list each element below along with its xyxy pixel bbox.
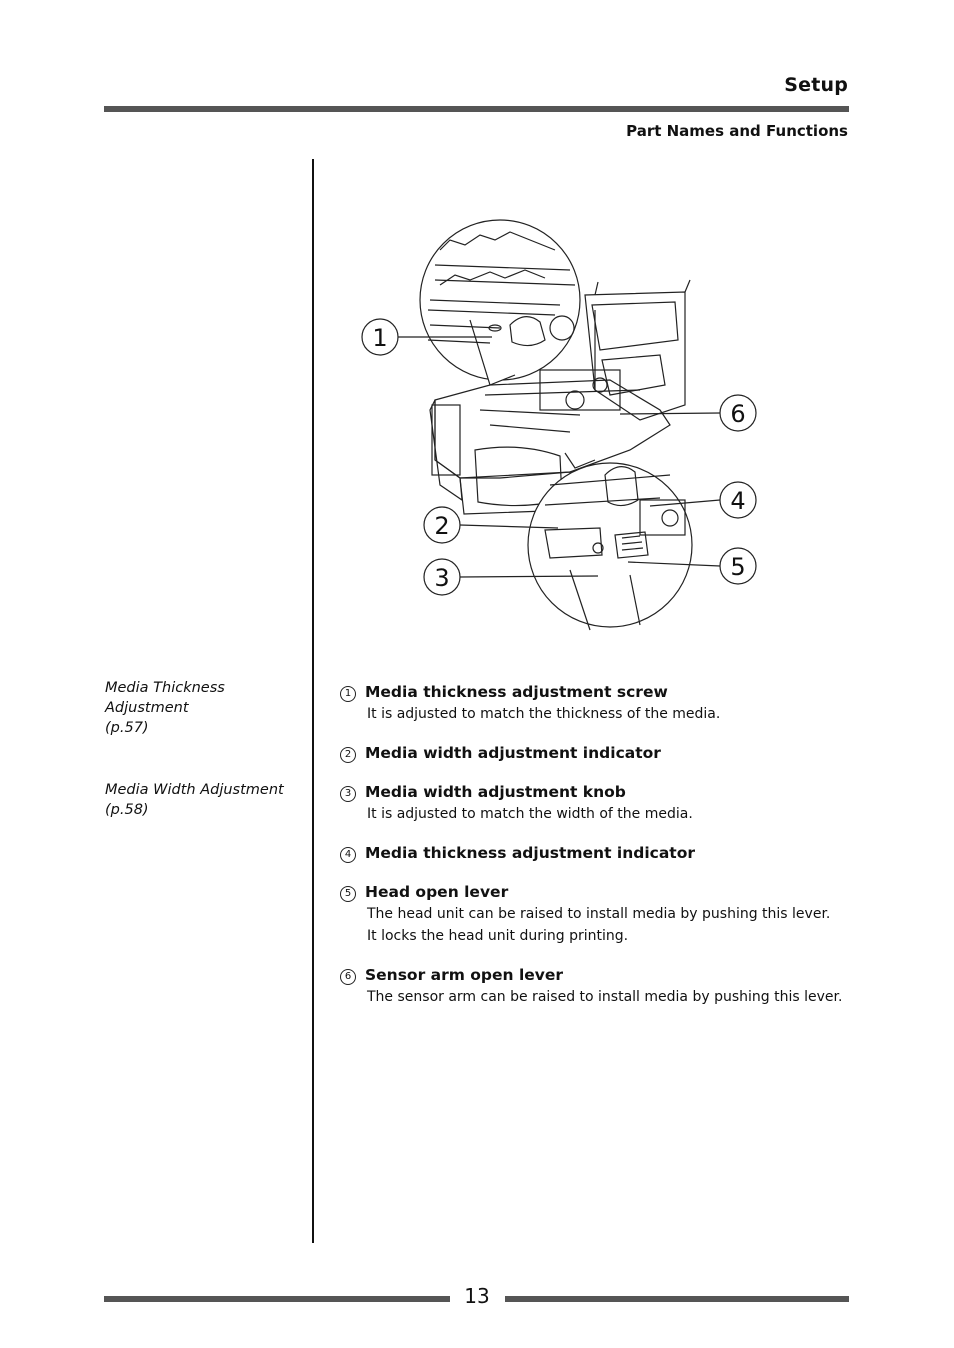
item-number: 3 (340, 786, 356, 802)
item-5: 5 Head open lever The head unit can be ra… (340, 881, 840, 947)
item-title: Sensor arm open lever (365, 966, 564, 984)
item-desc: The head unit can be raised to install m… (367, 906, 831, 922)
item-number: 1 (340, 686, 356, 702)
item-number: 4 (340, 847, 356, 863)
item-title: Media thickness adjustment screw (365, 683, 668, 701)
item-title: Media thickness adjustment indicator (365, 844, 695, 862)
printer-diagram: 1 2 3 4 5 6 (361, 219, 757, 631)
item-number: 5 (340, 886, 356, 902)
item-number: 2 (340, 747, 356, 763)
item-3: 3 Media width adjustment knob It is adjus… (340, 781, 840, 825)
page-number: 13 (464, 1284, 490, 1308)
callout-6: 6 (730, 400, 745, 428)
footer-rule-left (104, 1296, 450, 1302)
column-divider (312, 159, 314, 1243)
callout-5: 5 (730, 553, 745, 581)
item-desc: It is adjusted to match the width of the… (367, 806, 693, 822)
item-number: 6 (340, 969, 356, 985)
item-title: Head open lever (365, 883, 509, 901)
callout-1: 1 (372, 324, 387, 352)
item-title: Media width adjustment indicator (365, 744, 661, 762)
item-desc: It locks the head unit during printing. (367, 928, 629, 944)
footer-rule-right (505, 1296, 849, 1302)
item-1: 1 Media thickness adjustment screw It is … (340, 681, 840, 725)
item-2: 2 Media width adjustment indicator (340, 742, 840, 764)
item-4: 4 Media thickness adjustment indicator (340, 842, 840, 864)
callout-4: 4 (730, 487, 745, 515)
section-title: Setup (784, 74, 848, 96)
callout-2: 2 (434, 512, 449, 540)
callout-3: 3 (434, 564, 449, 592)
item-title: Media width adjustment knob (365, 783, 626, 801)
side-ref-width[interactable]: Media Width Adjustment (p.58) (105, 782, 284, 818)
item-6: 6 Sensor arm open lever The sensor arm ca… (340, 964, 843, 1008)
item-desc: It is adjusted to match the thickness of… (367, 706, 721, 722)
side-ref-thickness[interactable]: Media Thickness Adjustment (p.57) (105, 680, 225, 736)
header-rule (104, 106, 849, 112)
printer-illustration: 1 2 3 4 5 6 (340, 210, 780, 640)
page-subtitle: Part Names and Functions (626, 122, 848, 140)
item-desc: The sensor arm can be raised to install … (367, 989, 843, 1005)
